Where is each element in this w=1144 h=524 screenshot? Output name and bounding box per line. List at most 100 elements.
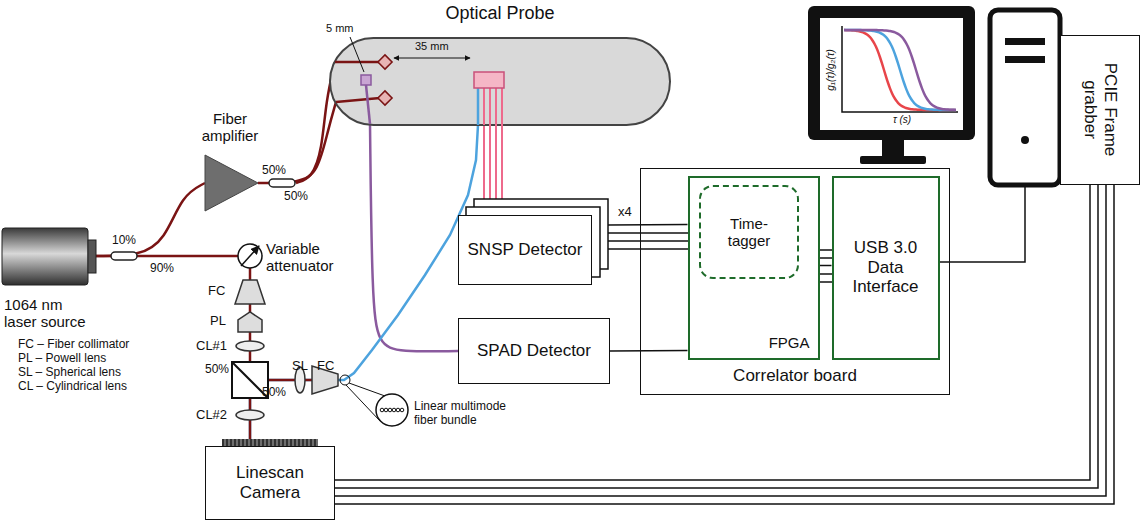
laser-source: 1064 nm laser source <box>0 226 100 330</box>
source-fiber-tip <box>378 55 392 69</box>
fiber-collimator <box>235 280 265 304</box>
fiber-connector <box>335 185 1090 480</box>
sensor-pixel <box>301 439 302 446</box>
callout-leader <box>346 385 380 421</box>
sensor-pixel <box>277 439 278 446</box>
sensor-pixel <box>297 439 298 446</box>
computer-tower <box>990 10 1060 185</box>
fiber-connector <box>610 350 688 352</box>
callout-circle <box>340 375 350 385</box>
sensor-pixel <box>237 439 238 446</box>
time-tagger-block: Time-tagger <box>699 185 799 279</box>
usb-interface-block: USB 3.0 Data Interface <box>832 176 940 360</box>
component-title: Optical Probe <box>445 3 554 24</box>
abbreviation-key: PL – Powell lens <box>18 352 106 366</box>
fiber-connector <box>250 125 478 446</box>
usb-cable <box>940 185 1025 262</box>
box-label: SNSP Detector <box>468 240 583 260</box>
box-label: PCIE Frame grabber <box>1080 55 1119 165</box>
correlation-curve <box>844 30 956 110</box>
fiber-core <box>396 408 400 412</box>
fiber-core <box>384 408 388 412</box>
detector-box: SNSP Detector <box>458 215 592 285</box>
fiber <box>335 61 380 64</box>
probe-housing-outline <box>330 38 670 125</box>
component-label: FC <box>208 284 225 299</box>
split-ratio: 10% <box>112 234 136 248</box>
sensor-pixel <box>305 439 306 446</box>
dimension-leader <box>350 37 364 72</box>
sensor-pixel <box>245 439 246 446</box>
fiber-core <box>388 408 392 412</box>
sensor-pixel <box>281 439 282 446</box>
component-label: PL <box>210 314 226 329</box>
sensor-pixel <box>257 439 258 446</box>
plot-axes <box>842 26 958 112</box>
component-title: Variable attenuator <box>266 240 346 275</box>
powell-lens <box>238 312 262 332</box>
attenuator-symbol <box>238 244 262 268</box>
box-label: SPAD Detector <box>477 341 591 361</box>
monitor-base <box>860 156 926 164</box>
power-button <box>1021 136 1029 144</box>
attenuator-arrow <box>241 246 259 266</box>
dimension-label: 5 mm <box>326 22 354 35</box>
dimension-arrow <box>394 58 470 59</box>
correlator-board: Time-taggerFPGAUSB 3.0 Data InterfaceCor… <box>640 168 950 395</box>
callout-text: Linear multimode fiber bundle <box>414 400 526 428</box>
data-bus <box>820 281 832 283</box>
source-fiber-tip <box>378 91 392 105</box>
sensor-pixel <box>269 439 270 446</box>
laser-aperture <box>88 240 96 273</box>
line-sensor <box>222 439 318 446</box>
component-label: CL#2 <box>196 408 227 423</box>
frame-grabber: PCIE Frame grabber <box>1060 35 1140 185</box>
correlation-curve <box>844 30 956 110</box>
axis-label: τ (s) <box>893 114 911 126</box>
split-ratio: 50% <box>205 363 229 377</box>
camera-cable <box>335 185 1098 488</box>
detector-box: SPAD Detector <box>458 318 610 384</box>
fiber <box>501 88 503 215</box>
detector-fiber-tip <box>474 72 504 88</box>
laser-body <box>2 228 88 285</box>
drive-bay <box>1005 56 1045 63</box>
box-label: Linescan Camera <box>220 463 320 502</box>
split-ratio: 90% <box>150 262 174 276</box>
fiber-connector <box>608 224 688 226</box>
axis-label: g₁(τ)/g₂(τ) <box>825 49 837 91</box>
sensor-pixel <box>289 439 290 446</box>
fiber-connector <box>96 183 205 256</box>
correlation-curve <box>844 30 956 110</box>
box-label: Correlator board <box>733 366 857 386</box>
cylindrical-lens <box>236 341 264 351</box>
sensor-pixel <box>309 439 310 446</box>
cylindrical-lens <box>236 410 264 420</box>
sensor-pixel <box>293 439 294 446</box>
abbreviation-key: CL – Cylindrical lens <box>18 380 127 394</box>
component-label: SL <box>292 359 308 374</box>
fiber <box>495 88 497 215</box>
sensor-pixel <box>317 439 318 446</box>
amplifier-symbol <box>205 155 258 211</box>
split-ratio: 50% <box>262 386 286 400</box>
detector-fiber-tip <box>361 75 371 85</box>
sensor-pixel <box>233 439 234 446</box>
monitor-screen <box>820 18 963 130</box>
box-label: USB 3.0 Data Interface <box>844 238 928 297</box>
fiber <box>366 85 370 124</box>
fiber-core <box>392 408 396 412</box>
component-label: FC <box>317 359 334 374</box>
sensor-pixel <box>313 439 314 446</box>
monitor-stand <box>882 140 904 157</box>
sensor-pixel <box>265 439 266 446</box>
fiber-connector <box>370 124 458 351</box>
fiber-coupler <box>269 179 295 187</box>
split-ratio: 50% <box>284 190 308 204</box>
camera-cable <box>335 185 1106 496</box>
fiber-connector <box>820 265 832 267</box>
fiber <box>483 88 485 125</box>
fiber <box>489 88 491 215</box>
fiber <box>336 98 380 102</box>
sensor-pixel <box>249 439 250 446</box>
